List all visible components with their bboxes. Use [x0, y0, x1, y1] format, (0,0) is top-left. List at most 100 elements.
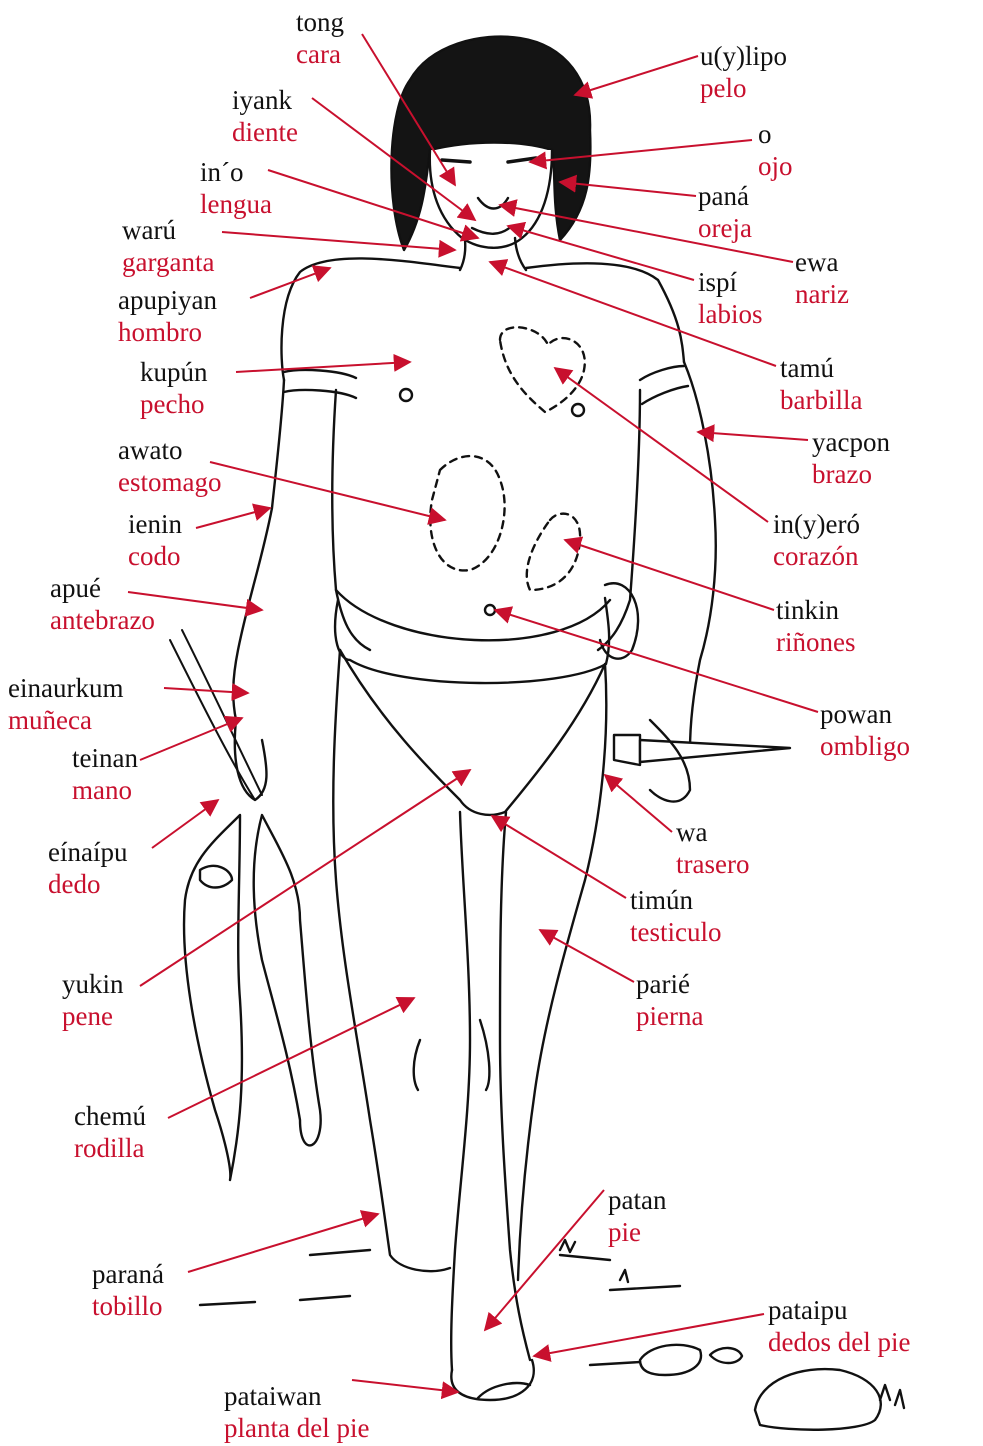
label-rinones: tinkinriñones: [776, 594, 855, 658]
native-term: ienin: [128, 508, 182, 540]
leader-arrow-dedo: [152, 800, 218, 848]
native-term: in(y)eró: [773, 508, 860, 540]
native-term: warú: [122, 214, 214, 246]
native-term: wa: [676, 816, 749, 848]
spanish-term: ojo: [758, 150, 793, 182]
spanish-term: ombligo: [820, 730, 910, 762]
spanish-term: pene: [62, 1000, 124, 1032]
label-ojo: oojo: [758, 118, 793, 182]
leader-arrow-lengua: [268, 170, 478, 238]
leader-arrow-testiculo: [492, 816, 626, 898]
native-term: u(y)lipo: [700, 40, 787, 72]
leader-arrow-labios: [508, 226, 694, 280]
label-tobillo: paranátobillo: [92, 1258, 164, 1322]
leader-arrow-ombligo: [495, 610, 818, 712]
leader-arrow-hombro: [250, 268, 330, 298]
native-term: tong: [296, 6, 344, 38]
label-trasero: watrasero: [676, 816, 749, 880]
spanish-term: pierna: [636, 1000, 703, 1032]
spanish-term: estomago: [118, 466, 221, 498]
spanish-term: labios: [698, 298, 763, 330]
spanish-term: planta del pie: [224, 1412, 369, 1444]
spanish-term: corazón: [773, 540, 860, 572]
leader-arrow-trasero: [605, 775, 672, 832]
spanish-term: cara: [296, 38, 344, 70]
leader-arrow-corazon: [555, 368, 768, 522]
native-term: iyank: [232, 84, 298, 116]
spanish-term: testiculo: [630, 916, 721, 948]
native-term: apupiyan: [118, 284, 217, 316]
native-term: pataipu: [768, 1294, 910, 1326]
native-term: awato: [118, 434, 221, 466]
spanish-term: oreja: [698, 212, 752, 244]
spanish-term: dedo: [48, 868, 127, 900]
spanish-term: nariz: [795, 278, 849, 310]
leader-arrow-cara: [362, 34, 455, 185]
label-dedos-pie: pataipudedos del pie: [768, 1294, 910, 1358]
spanish-term: barbilla: [780, 384, 862, 416]
spanish-term: riñones: [776, 626, 855, 658]
native-term: ispí: [698, 266, 763, 298]
native-term: tinkin: [776, 594, 855, 626]
leader-arrow-ojo: [530, 140, 752, 162]
spanish-term: dedos del pie: [768, 1326, 910, 1358]
leader-arrow-tobillo: [188, 1214, 378, 1272]
leader-arrow-brazo: [698, 432, 808, 440]
native-term: pataiwan: [224, 1380, 369, 1412]
native-term: timún: [630, 884, 721, 916]
native-term: patan: [608, 1184, 666, 1216]
leader-arrow-pene: [140, 770, 470, 986]
native-term: chemú: [74, 1100, 146, 1132]
spanish-term: tobillo: [92, 1290, 164, 1322]
native-term: powan: [820, 698, 910, 730]
native-term: tamú: [780, 352, 862, 384]
native-term: paraná: [92, 1258, 164, 1290]
native-term: yacpon: [812, 426, 890, 458]
spanish-term: trasero: [676, 848, 749, 880]
spanish-term: hombro: [118, 316, 217, 348]
leader-arrow-diente: [312, 98, 475, 220]
native-term: kupún: [140, 356, 208, 388]
spanish-term: pelo: [700, 72, 787, 104]
spanish-term: diente: [232, 116, 298, 148]
native-term: yukin: [62, 968, 124, 1000]
label-labios: ispílabios: [698, 266, 763, 330]
leader-arrow-pecho: [236, 362, 410, 372]
leader-arrow-rinones: [565, 540, 774, 610]
leader-arrow-muneca: [164, 688, 248, 693]
spanish-term: codo: [128, 540, 182, 572]
leader-arrow-mano: [140, 718, 242, 760]
native-term: einaurkum: [8, 672, 123, 704]
label-hombro: apupiyanhombro: [118, 284, 217, 348]
leader-arrow-rodilla: [168, 998, 414, 1118]
leader-arrow-garganta: [222, 232, 455, 250]
spanish-term: garganta: [122, 246, 214, 278]
native-term: apué: [50, 572, 155, 604]
leader-arrow-pierna: [540, 930, 634, 982]
native-term: o: [758, 118, 793, 150]
spanish-term: rodilla: [74, 1132, 146, 1164]
spanish-term: antebrazo: [50, 604, 155, 636]
spanish-term: muñeca: [8, 704, 123, 736]
spanish-term: pecho: [140, 388, 208, 420]
native-term: paná: [698, 180, 752, 212]
